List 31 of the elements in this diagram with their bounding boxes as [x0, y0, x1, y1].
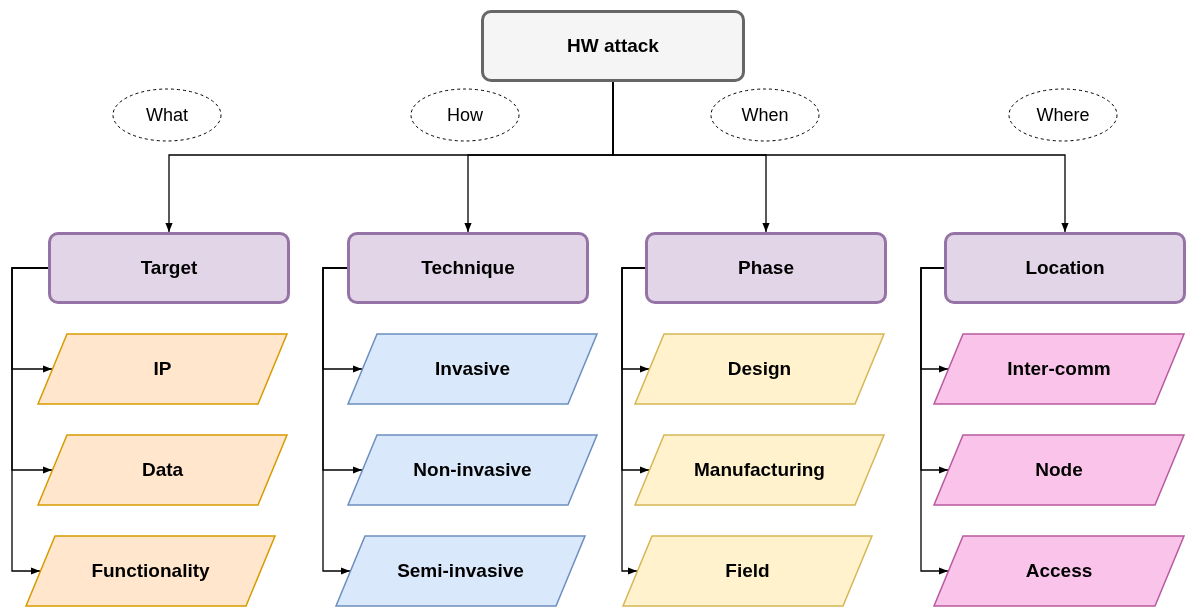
node-label: HW attack — [567, 35, 659, 57]
node-label: Technique — [421, 257, 515, 279]
node-label: Semi-invasive — [397, 560, 524, 582]
category-box — [347, 232, 589, 304]
connector-arrow — [11, 267, 49, 575]
category-box — [944, 232, 1186, 304]
node-label: Manufacturing — [694, 459, 825, 481]
node-label: Access — [1025, 560, 1093, 582]
node-label: Where — [1036, 104, 1090, 126]
node-label: IP — [153, 358, 172, 380]
node-label: How — [447, 104, 483, 126]
root-box — [481, 10, 745, 82]
connector-arrow — [621, 267, 646, 575]
node-label: Target — [140, 257, 198, 279]
node-label: Inter-comm — [1007, 358, 1111, 380]
node-label: Invasive — [435, 358, 510, 380]
connector-arrow — [612, 81, 1069, 233]
node-label: Phase — [738, 257, 794, 279]
node-label: Location — [1025, 257, 1105, 279]
connector-arrow — [322, 267, 351, 575]
node-label: Field — [725, 560, 770, 582]
node-label: Design — [727, 358, 792, 380]
node-label: Data — [141, 459, 184, 481]
node-label: What — [146, 104, 188, 126]
category-box — [48, 232, 290, 304]
node-label: Non-invasive — [413, 459, 532, 481]
node-label: Node — [1035, 459, 1083, 481]
node-label: When — [741, 104, 789, 126]
connector-arrow — [920, 267, 949, 575]
node-label: Functionality — [91, 560, 210, 582]
category-box — [645, 232, 887, 304]
